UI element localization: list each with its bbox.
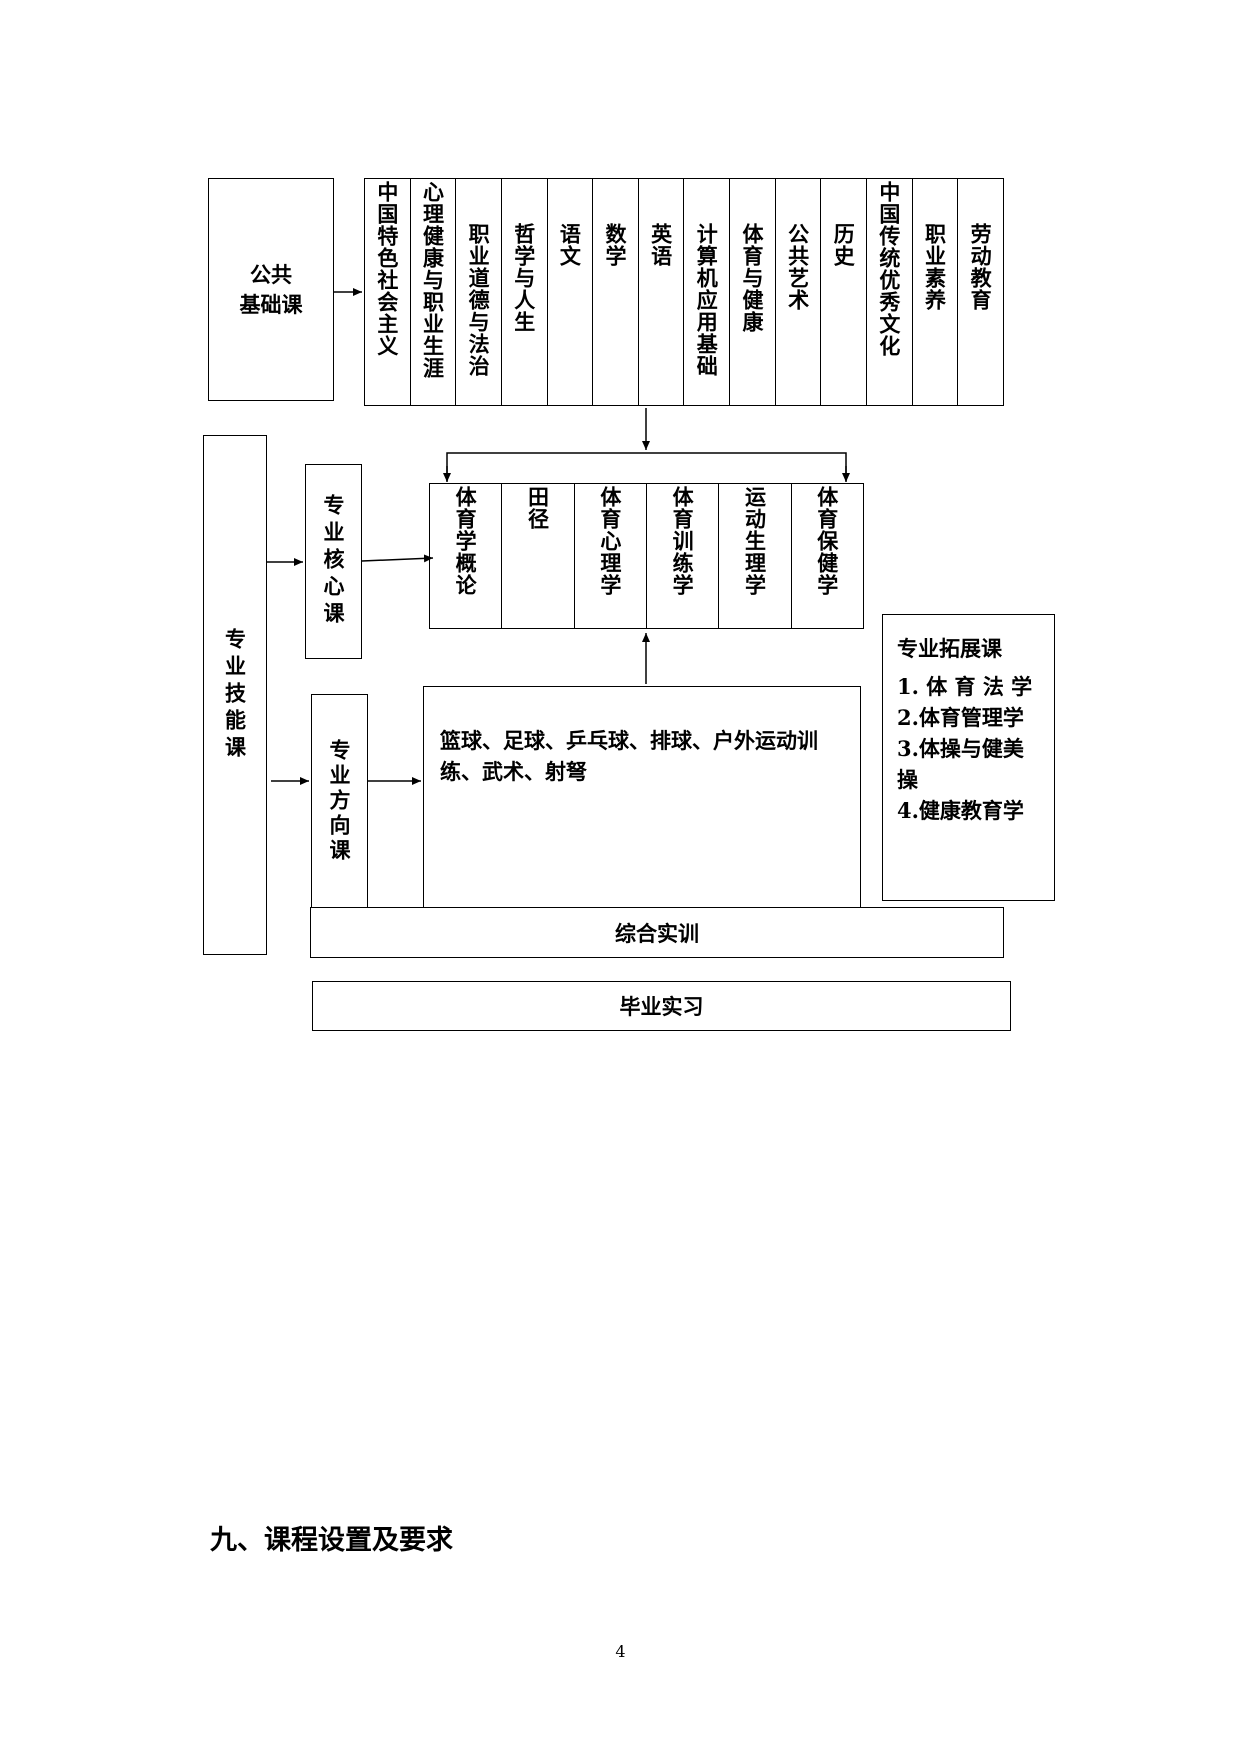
public-course-col: 哲学与人生 (502, 179, 548, 405)
public-course-label: 英语 (648, 223, 674, 267)
public-course-label: 语文 (557, 223, 583, 267)
core-box: 专业核心课 (305, 464, 362, 659)
public-course-col: 计算机应用基础 (684, 179, 731, 405)
public-course-col: 劳动教育 (958, 179, 1003, 405)
core-course-label: 体育训练学 (670, 486, 696, 596)
public-course-label: 历史 (831, 223, 857, 267)
public-course-label: 哲学与人生 (511, 223, 537, 333)
skill-courses-box: 专业技能课 (203, 435, 267, 955)
core-courses-table: 体育学概论 田径 体育心理学 体育训练学 运动生理学 体育保健学 (429, 483, 864, 629)
core-course-col: 体育保健学 (792, 484, 863, 628)
public-course-label: 体育与健康 (739, 223, 765, 333)
public-course-label: 职业道德与法治 (466, 223, 492, 377)
public-courses-table: 中国特色社会主义 心理健康与职业生涯 职业道德与法治 哲学与人生 语文 数学 英… (364, 178, 1004, 406)
public-basic-box: 公共 基础课 (208, 178, 334, 401)
public-course-label: 心理健康与职业生涯 (420, 181, 446, 379)
extension-box: 专业拓展课 1. 体 育 法 学 2.体育管理学 3.体操与健美操 4.健康教育… (882, 614, 1055, 901)
public-course-col: 数学 (593, 179, 639, 405)
core-course-label: 运动生理学 (742, 486, 768, 596)
public-basic-label-line2: 基础课 (239, 291, 303, 317)
direction-text: 篮球、足球、乒乓球、排球、户外运动训练、武术、射弩 (440, 728, 818, 784)
extension-item: 3.体操与健美操 (897, 736, 1024, 792)
core-course-label: 体育学概论 (453, 486, 479, 596)
arrow-branch-line (446, 452, 847, 481)
extension-item: 2.体育管理学 (897, 705, 1024, 730)
training-label: 综合实训 (615, 920, 699, 946)
core-label: 专业核心课 (321, 494, 346, 629)
extension-title: 专业拓展课 (897, 636, 1002, 661)
internship-box: 毕业实习 (312, 981, 1011, 1031)
public-course-label: 中国传统优秀文化 (876, 181, 902, 357)
public-course-col: 职业素养 (913, 179, 959, 405)
section-heading: 九、课程设置及要求 (210, 1525, 453, 1556)
internship-label: 毕业实习 (619, 994, 704, 1019)
skill-courses-label: 专业技能课 (222, 627, 248, 763)
direction-content-box: 篮球、足球、乒乓球、排球、户外运动训练、武术、射弩 (423, 686, 861, 909)
core-course-col: 体育训练学 (647, 484, 720, 628)
public-course-label: 劳动教育 (968, 223, 994, 311)
public-basic-label-line1: 公共 (250, 261, 292, 287)
core-course-label: 体育保健学 (814, 486, 840, 596)
public-course-col: 职业道德与法治 (456, 179, 502, 405)
public-course-label: 数学 (603, 223, 629, 267)
core-course-col: 田径 (502, 484, 575, 628)
training-box: 综合实训 (310, 907, 1004, 958)
public-course-label: 公共艺术 (785, 223, 811, 311)
core-course-col: 体育学概论 (430, 484, 503, 628)
direction-box: 专业方向课 (311, 694, 368, 909)
public-course-col: 中国传统优秀文化 (867, 179, 913, 405)
public-course-col: 体育与健康 (730, 179, 776, 405)
public-course-label: 职业素养 (922, 223, 948, 311)
public-course-label: 计算机应用基础 (694, 223, 720, 377)
arrow-core-to-courses (361, 554, 434, 563)
extension-item: 1. 体 育 法 学 (897, 674, 1033, 699)
public-course-col: 心理健康与职业生涯 (411, 179, 457, 405)
core-course-label: 体育心理学 (597, 486, 623, 596)
public-course-label: 中国特色社会主义 (374, 181, 400, 357)
public-course-col: 历史 (821, 179, 868, 405)
core-course-col: 运动生理学 (719, 484, 792, 628)
public-course-col: 中国特色社会主义 (365, 179, 411, 405)
page-number: 4 (615, 1642, 626, 1661)
core-course-col: 体育心理学 (575, 484, 647, 628)
core-course-label: 田径 (525, 486, 551, 530)
public-course-col: 英语 (639, 179, 685, 405)
direction-label: 专业方向课 (327, 739, 352, 864)
public-course-col: 公共艺术 (776, 179, 822, 405)
extension-list: 1. 体 育 法 学 2.体育管理学 3.体操与健美操 4.健康教育学 (897, 671, 1044, 826)
extension-item: 4.健康教育学 (897, 798, 1024, 823)
public-course-col: 语文 (548, 179, 594, 405)
